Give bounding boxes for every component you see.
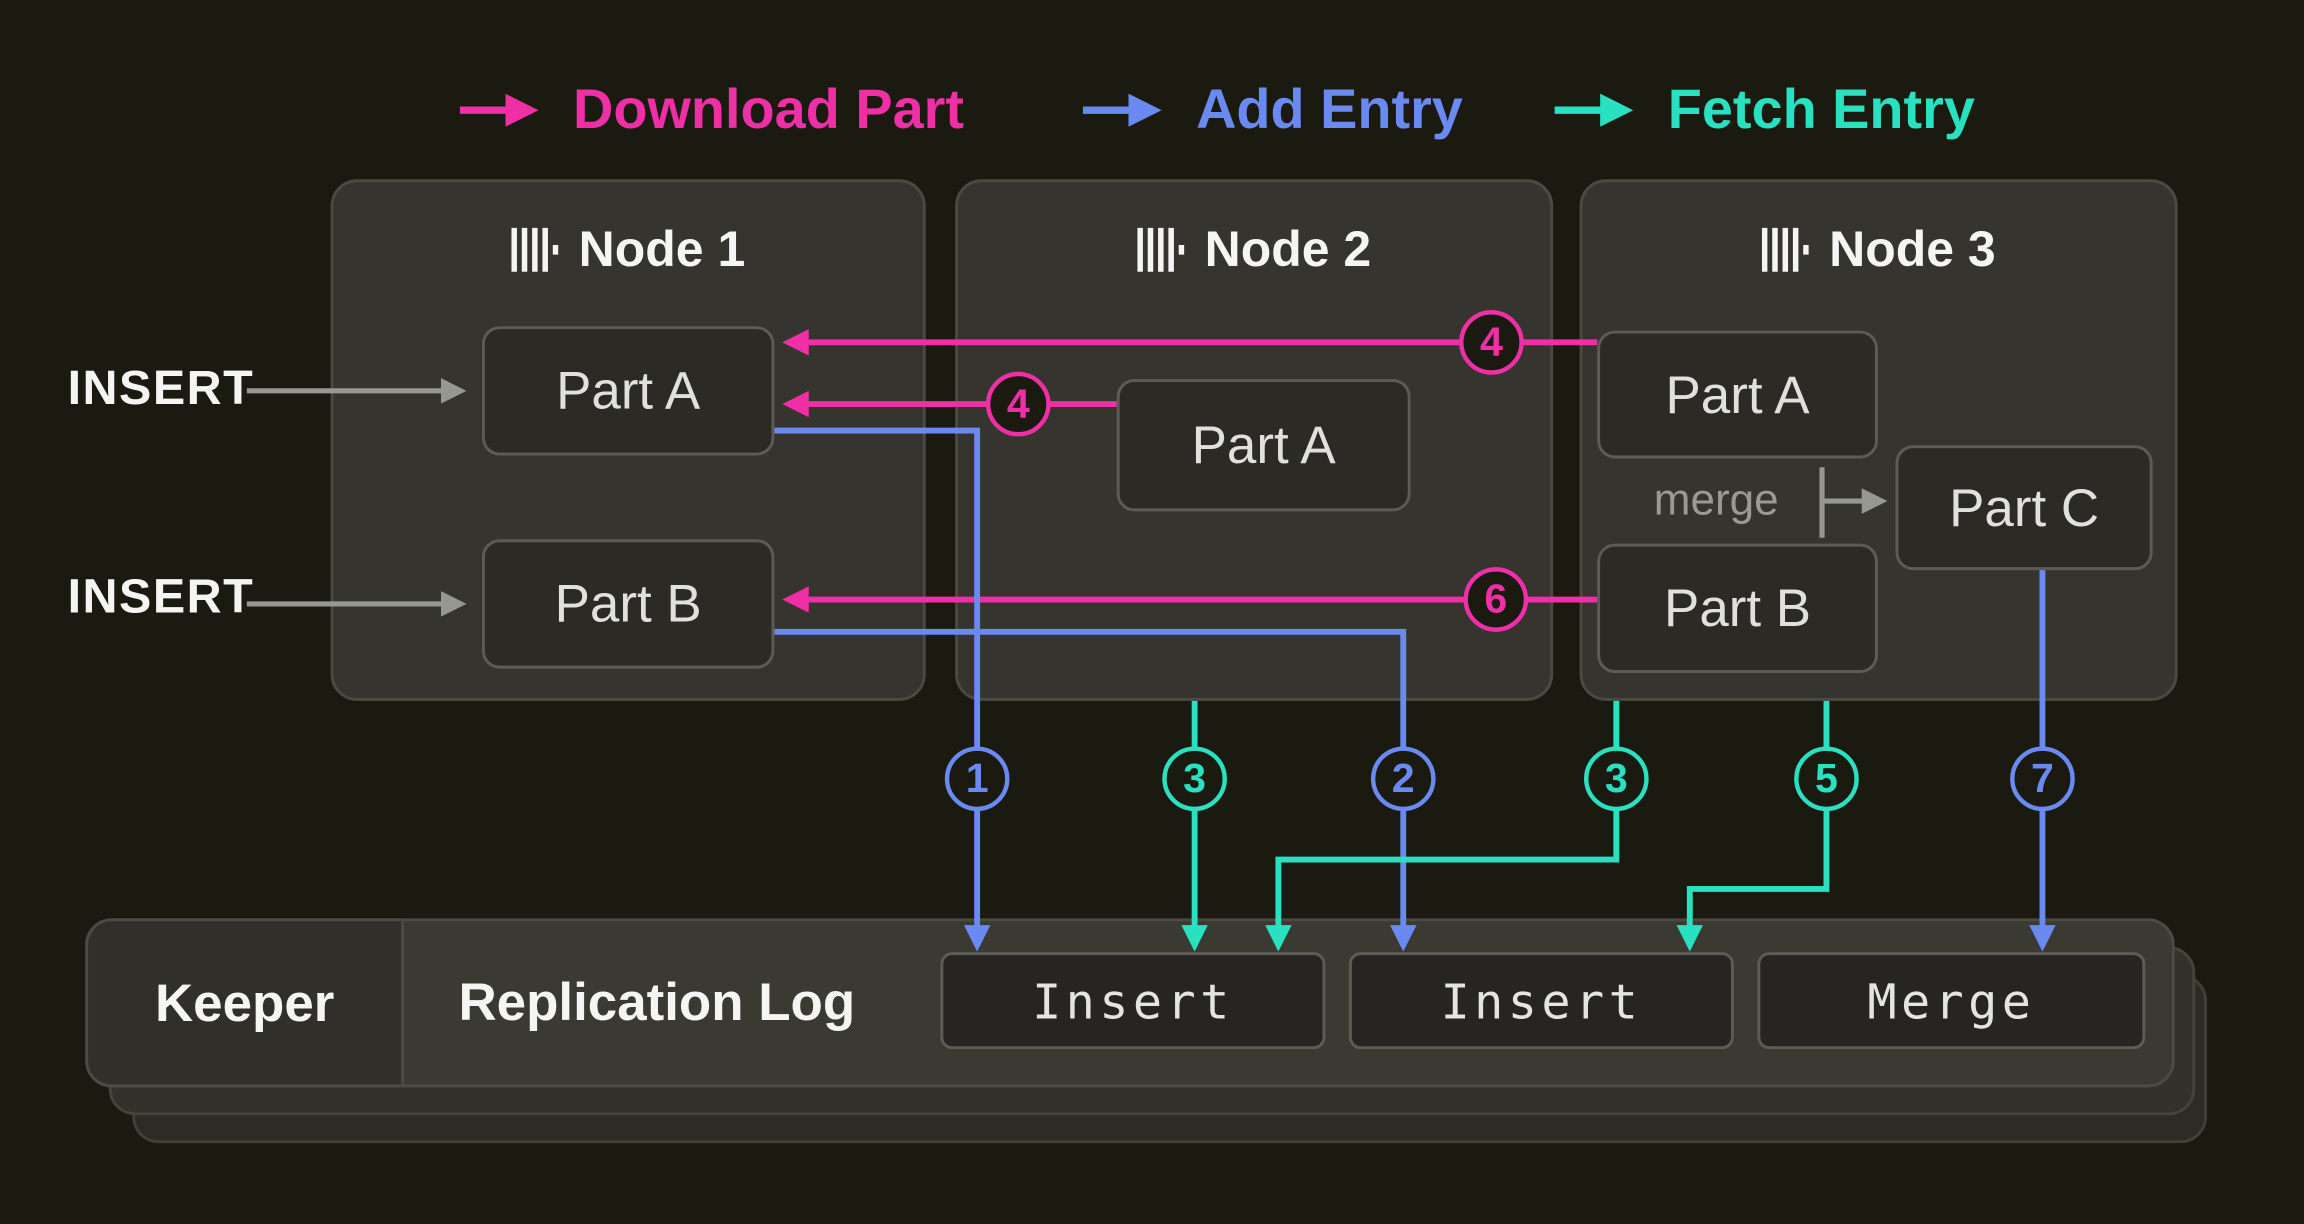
node-3-title: Node 3 <box>1580 217 2178 282</box>
clickhouse-logo-icon <box>511 228 558 272</box>
insert-caption-bottom: INSERT <box>68 569 255 625</box>
node3-part-c-box: Part C <box>1896 445 2153 570</box>
node-2-title-label: Node 2 <box>1205 221 1372 278</box>
log-entry-insert-1: Insert <box>940 952 1325 1049</box>
download-step-badge-6: 6 <box>1464 567 1529 632</box>
legend-download-part-label: Download Part <box>573 76 964 144</box>
merge-label: merge <box>1634 476 1799 526</box>
node1-part-b-box: Part B <box>482 539 774 668</box>
node3-part-b-box: Part B <box>1597 544 1878 673</box>
download-step-badge-4a: 4 <box>1459 310 1524 375</box>
add-entry-step-badge-1: 1 <box>945 746 1010 811</box>
fetch-entry-step-badge-5: 5 <box>1794 746 1859 811</box>
clickhouse-logo-icon <box>1762 228 1809 272</box>
replication-log-label: Replication Log <box>458 970 855 1035</box>
fetch-entry-step-badge-3b: 3 <box>1584 746 1649 811</box>
fetch-entry-arrow-5 <box>1690 701 1827 946</box>
log-entry-insert-2: Insert <box>1349 952 1734 1049</box>
add-entry-step-badge-2: 2 <box>1371 746 1436 811</box>
node-1-title-label: Node 1 <box>579 221 746 278</box>
node-3-title-label: Node 3 <box>1829 221 1996 278</box>
insert-caption-top: INSERT <box>68 360 255 416</box>
node-1-title: Node 1 <box>331 217 926 282</box>
node3-part-a-box: Part A <box>1597 331 1878 459</box>
fetch-entry-arrow-3-n3 <box>1278 701 1616 946</box>
keeper-box: Keeper <box>85 918 404 1087</box>
node2-part-a-box: Part A <box>1117 379 1411 511</box>
node-2-title: Node 2 <box>955 217 1553 282</box>
clickhouse-logo-icon <box>1137 228 1184 272</box>
fetch-entry-step-badge-3a: 3 <box>1162 746 1227 811</box>
node1-part-a-box: Part A <box>482 326 774 455</box>
add-entry-step-badge-7: 7 <box>2010 746 2075 811</box>
legend-add-entry-label: Add Entry <box>1196 76 1463 144</box>
download-step-badge-4b: 4 <box>986 372 1051 437</box>
legend-fetch-entry-label: Fetch Entry <box>1668 76 1975 144</box>
log-entry-merge: Merge <box>1757 952 2145 1049</box>
